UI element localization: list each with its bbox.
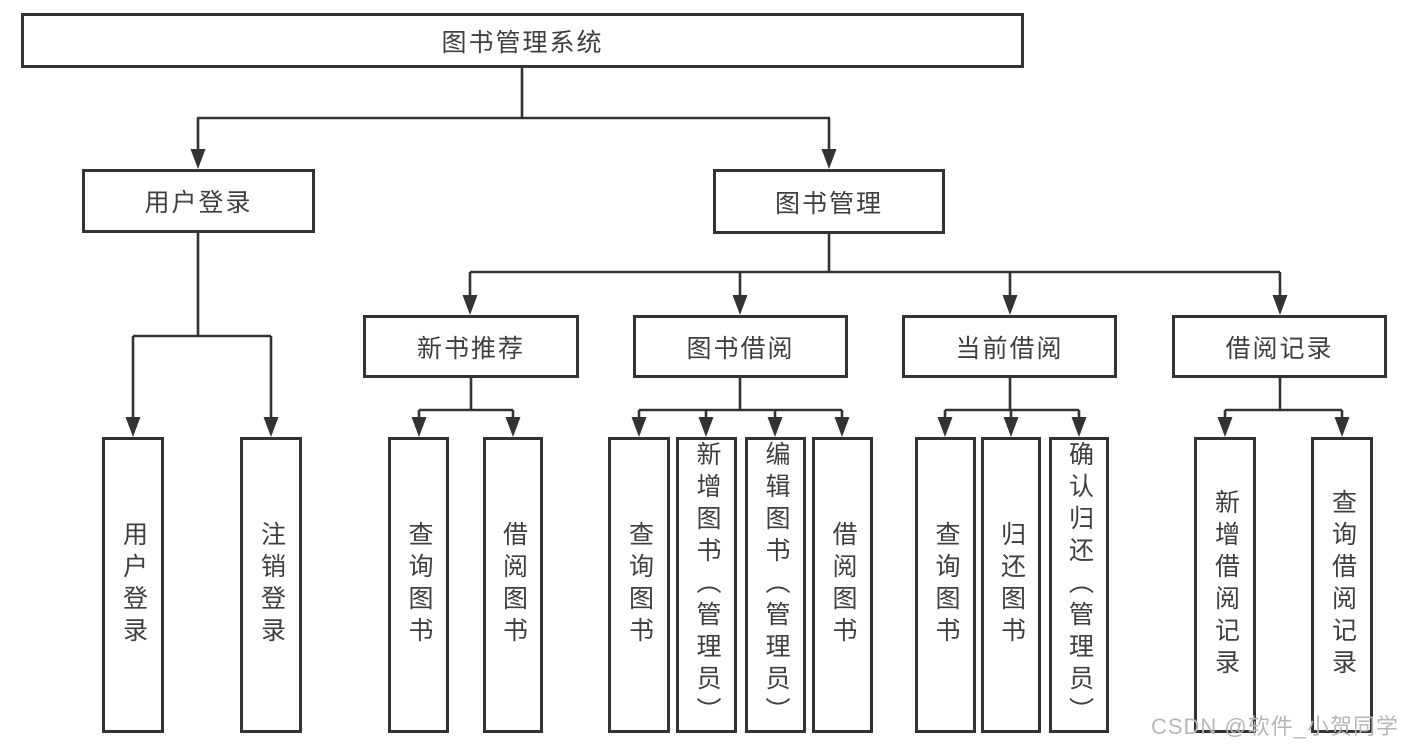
node-label: 新增借阅记录 [1211, 489, 1240, 681]
leaf-add-books-admin: 新增图书（管理员） [676, 437, 737, 733]
node-label: 新书推荐 [416, 334, 525, 363]
leaf-query-books-current: 查询图书 [915, 437, 976, 733]
leaf-confirm-return-admin: 确认归还（管理员） [1049, 437, 1109, 733]
leaf-query-books-borrowing: 查询图书 [608, 437, 670, 733]
node-current-borrowing: 当前借阅 [902, 315, 1117, 378]
node-new-book-recommend: 新书推荐 [363, 315, 579, 378]
leaf-logout-login: 注销登录 [240, 437, 302, 733]
leaf-user-login: 用户登录 [102, 437, 164, 733]
node-label: 查询图书 [405, 521, 433, 649]
leaf-return-books: 归还图书 [981, 437, 1041, 733]
node-label: 用户登录 [144, 189, 253, 217]
node-user-login: 用户登录 [82, 169, 315, 233]
node-label: 确认归还（管理员） [1065, 441, 1094, 729]
node-label: 图书管理系统 [441, 28, 604, 57]
leaf-query-borrow-record: 查询借阅记录 [1311, 437, 1373, 733]
node-label: 新增图书（管理员） [693, 441, 721, 729]
leaf-borrow-books-borrowing: 借阅图书 [812, 437, 873, 733]
leaf-edit-books-admin: 编辑图书（管理员） [745, 437, 806, 733]
leaf-add-borrow-record: 新增借阅记录 [1194, 437, 1256, 733]
leaf-query-books-recommend: 查询图书 [388, 437, 449, 733]
node-label: 查询借阅记录 [1328, 489, 1357, 681]
node-label: 查询图书 [625, 521, 654, 649]
node-label: 编辑图书（管理员） [762, 441, 790, 729]
node-label: 图书管理 [774, 189, 883, 218]
node-label: 查询图书 [932, 521, 960, 649]
node-book-management: 图书管理 [713, 169, 945, 234]
node-label: 注销登录 [257, 521, 286, 649]
node-label: 当前借阅 [955, 334, 1064, 363]
node-label: 借阅图书 [829, 521, 857, 649]
node-borrowing-records: 借阅记录 [1172, 315, 1387, 378]
node-library-management-system: 图书管理系统 [21, 13, 1024, 68]
leaf-borrow-books-recommend: 借阅图书 [483, 437, 543, 733]
node-label: 借阅记录 [1225, 334, 1334, 363]
node-label: 用户登录 [119, 521, 148, 649]
node-label: 归还图书 [997, 521, 1026, 649]
node-label: 借阅图书 [499, 521, 528, 649]
node-book-borrowing: 图书借阅 [633, 315, 848, 378]
node-label: 图书借阅 [686, 334, 795, 363]
